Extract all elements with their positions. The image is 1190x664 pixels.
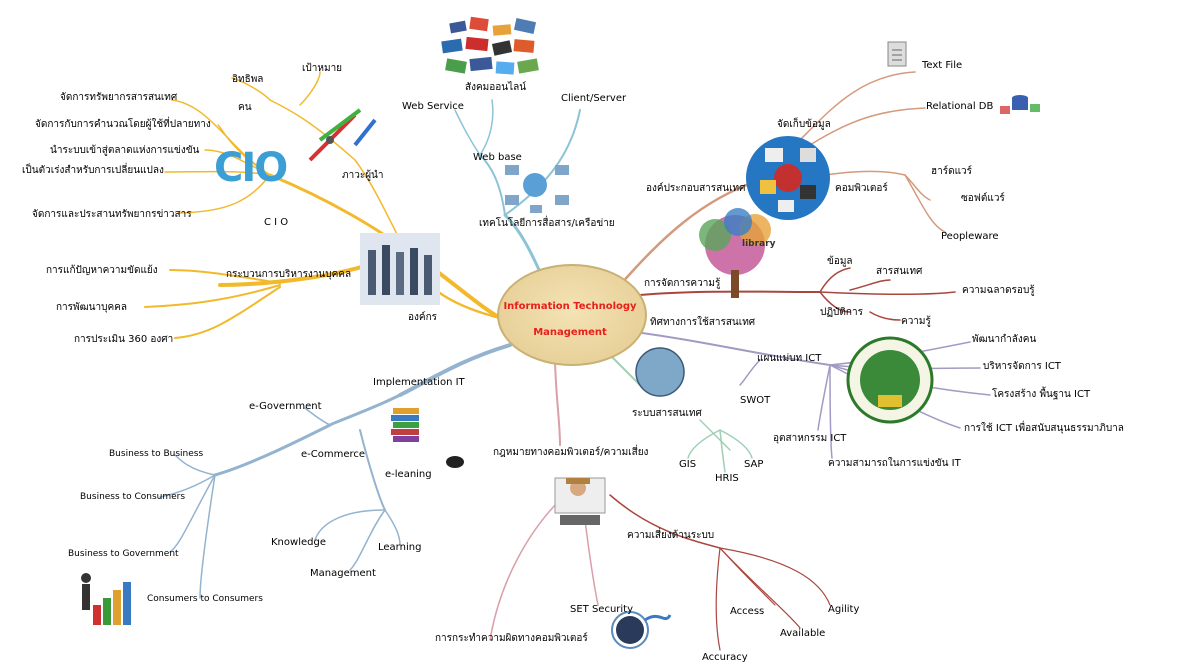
direction-label: ทิศทางการใช้สารสนเทศ bbox=[650, 317, 756, 328]
org-item-2: การพัฒนาบุคคล bbox=[56, 302, 127, 313]
practice-label: ปฏิบัติการ bbox=[820, 307, 863, 318]
ecom-label: e-Commerce bbox=[301, 449, 366, 460]
knowledge-label: ความรู้ bbox=[901, 316, 931, 327]
data-label: ข้อมูล bbox=[827, 256, 853, 267]
central-topic: Information Technology Management bbox=[497, 294, 643, 346]
direction-item-4: การใช้ ICT เพื่อสนับสนุนธรรมาภิบาล bbox=[964, 423, 1124, 434]
ict-plan-label: แผนแม่บท ICT bbox=[757, 353, 822, 364]
crime-label: การกระทำความผิดทางคอมพิวเตอร์ bbox=[435, 633, 588, 644]
wisdom-label: ความฉลาดรอบรู้ bbox=[962, 285, 1035, 296]
books-image bbox=[391, 408, 464, 468]
central-topic-ellipse bbox=[497, 264, 647, 366]
ict-industry-label: อุตสาหกรรม ICT bbox=[773, 433, 847, 444]
text-file-label: Text File bbox=[922, 60, 963, 71]
emblem-image bbox=[846, 336, 934, 424]
knowledge-tree-image bbox=[699, 208, 771, 298]
direction-item-2: บริหารจัดการ ICT bbox=[983, 361, 1061, 372]
rdb-label: Relational DB bbox=[926, 101, 994, 112]
km-label: การจัดการความรู้ bbox=[644, 278, 721, 289]
computer-label: คอมพิวเตอร์ bbox=[835, 183, 888, 194]
is-label: ระบบสารสนเทศ bbox=[632, 408, 702, 419]
security-label: SET Security bbox=[570, 604, 634, 615]
b2g-label: Business to Government bbox=[68, 549, 179, 559]
is-globe-image bbox=[635, 347, 685, 397]
information-label: สารสนเทศ bbox=[876, 266, 923, 277]
hris-label: HRIS bbox=[715, 473, 739, 484]
gis-label: GIS bbox=[679, 459, 697, 470]
web-service-label: Web Service bbox=[402, 101, 464, 112]
egov-label: e-Government bbox=[249, 401, 322, 412]
hacker-image bbox=[554, 477, 606, 525]
available-label: Available bbox=[780, 628, 826, 639]
sap-label: SAP bbox=[744, 459, 764, 470]
direction-item-3: โครงสร้าง พื้นฐาน ICT bbox=[992, 389, 1091, 400]
central-topic-line2: Management bbox=[533, 327, 607, 338]
org-item-3: การประเมิน 360 องศา bbox=[74, 334, 174, 345]
cio-item-1: จัดการทรัพยากรสารสนเทศ bbox=[60, 92, 178, 103]
software-label: ซอฟต์แวร์ bbox=[961, 193, 1005, 204]
leadership-label: ภาวะผู้นำ bbox=[342, 170, 384, 181]
peopleware-label: Peopleware bbox=[941, 231, 999, 242]
accuracy-label: Accuracy bbox=[702, 652, 748, 663]
org-item-1: การแก้ปัญหาความขัดแย้ง bbox=[46, 265, 158, 276]
law-label: กฎหมายทางคอมพิวเตอร์/ความเสี่ยง bbox=[493, 447, 649, 458]
knowledge-item-label: Knowledge bbox=[271, 537, 326, 548]
network-icon bbox=[505, 165, 569, 213]
central-topic-line1: Information Technology bbox=[503, 301, 637, 312]
impl-label: Implementation IT bbox=[373, 377, 465, 388]
tech-label: เทคโนโลยีการสื่อสาร/เครือข่าย bbox=[479, 218, 615, 229]
business-chart-image bbox=[81, 573, 131, 625]
security-cable-image bbox=[611, 611, 672, 649]
management-label: Management bbox=[310, 568, 376, 579]
risk-label: ความเสี่ยงด้านระบบ bbox=[627, 530, 715, 541]
km-tree-word: library bbox=[742, 239, 776, 249]
org-label: องค์กร bbox=[408, 312, 438, 323]
cio-item-2: จัดการกับการคำนวณโดยผู้ใช้ที่ปลายทาง bbox=[35, 119, 211, 130]
info-label: องค์ประกอบสารสนเทศ bbox=[646, 183, 746, 194]
cio-logo: CIO bbox=[214, 145, 288, 191]
b2b-label: Business to Business bbox=[109, 449, 204, 459]
c2c-label: Consumers to Consumers bbox=[147, 594, 263, 604]
cio-arrows-image bbox=[308, 108, 377, 162]
client-server-label: Client/Server bbox=[561, 93, 627, 104]
cio-label: C I O bbox=[264, 217, 289, 228]
influence-label: อิทธิพล bbox=[232, 74, 264, 85]
social-media-icons bbox=[441, 16, 539, 75]
database-icon bbox=[1000, 95, 1040, 114]
access-label: Access bbox=[730, 606, 765, 617]
text-file-icon bbox=[887, 41, 907, 67]
agility-label: Agility bbox=[828, 604, 860, 615]
it-compete-label: ความสามารถในการแข่งขัน IT bbox=[828, 458, 961, 469]
learning-label: Learning bbox=[378, 542, 422, 553]
hardware-label: ฮาร์ดแวร์ bbox=[931, 166, 973, 177]
cio-item-5: จัดการและประสานทรัพยากรข่าวสาร bbox=[32, 209, 192, 220]
info-circle-image bbox=[746, 136, 830, 220]
elearn-label: e-leaning bbox=[385, 469, 432, 480]
cio-item-3: นำระบบเข้าสู่ตลาดแห่งการแข่งขัน bbox=[50, 145, 200, 156]
cio-item-4: เป็นตัวเร่งสำหรับการเปลี่ยนแปลง bbox=[22, 165, 164, 176]
b2c-label: Business to Consumers bbox=[80, 492, 186, 502]
storage-label: จัดเก็บข้อมูล bbox=[777, 119, 831, 130]
direction-item-1: พัฒนากำลังคน bbox=[972, 334, 1037, 345]
hr-process-label: กระบวนการบริหารงานบุคคล bbox=[226, 269, 352, 280]
people-label: คน bbox=[238, 102, 252, 113]
goal-label: เป้าหมาย bbox=[302, 63, 343, 74]
social-label: สังคมออนไลน์ bbox=[465, 82, 527, 93]
people-image bbox=[360, 233, 440, 305]
swot-label: SWOT bbox=[740, 395, 771, 406]
web-base-label: Web base bbox=[473, 152, 522, 163]
